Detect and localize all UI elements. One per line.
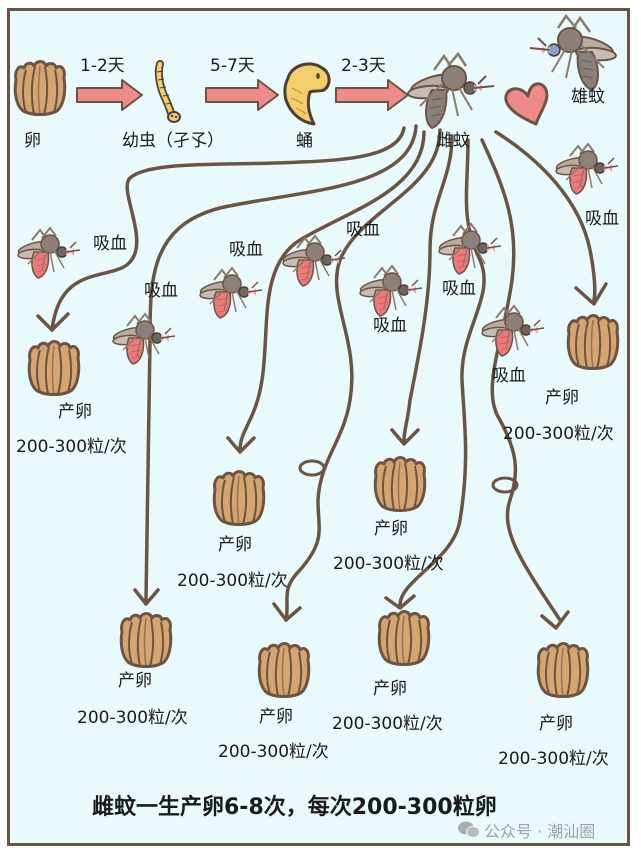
blood-meal-label: 吸血 (229, 240, 263, 260)
larva-icon (154, 60, 181, 123)
blood-fed-mosquito-icon (16, 227, 81, 279)
blood-meal-label: 吸血 (346, 220, 380, 240)
branch-path-8 (494, 130, 597, 302)
duration-egg-to-larva: 1-2天 (80, 56, 125, 76)
blood-meal-label: 吸血 (585, 209, 619, 229)
female-mosquito-icon (406, 52, 496, 130)
blood-fed-mosquito-icon (437, 223, 502, 275)
eggs-count-label: 200-300粒/次 (498, 749, 609, 769)
loop-decorations (298, 459, 519, 494)
egg-cluster-icon (13, 60, 67, 117)
lay-eggs-label: 产卵 (545, 388, 579, 408)
wechat-icon (458, 821, 480, 838)
eggs-count-label: 200-300粒/次 (333, 554, 444, 574)
eggs-count-label: 200-300粒/次 (503, 424, 614, 444)
duration-larva-to-pupa: 5-7天 (210, 56, 255, 76)
branch-path-2 (144, 124, 418, 602)
watermark: 公众号 · 潮汕圈 (458, 818, 595, 842)
blood-fed-mosquito-icon (198, 267, 263, 319)
blood-fed-mosquito-icon (480, 305, 545, 357)
stage-label-pupa: 蛹 (296, 131, 313, 151)
branch-path-4 (284, 128, 442, 622)
egg-cluster-icon (257, 642, 311, 699)
eggs-count-label: 200-300粒/次 (16, 437, 127, 457)
lay-eggs-label: 产卵 (539, 714, 573, 734)
blood-meal-label: 吸血 (442, 279, 476, 299)
heart-icon (504, 82, 549, 126)
watermark-text: 公众号 · 潮汕圈 (484, 822, 596, 841)
diagram-title: 雌蚊一生产卵6-8次，每次200-300粒卵 (92, 795, 497, 820)
egg-cluster-icon (212, 470, 266, 527)
arrow-egg-to-larva (76, 79, 143, 111)
egg-cluster-icon (373, 456, 427, 513)
arrowheads (36, 282, 608, 630)
egg-cluster-icon (536, 642, 590, 699)
branch-path-1 (50, 126, 406, 332)
lay-eggs-label: 产卵 (373, 679, 407, 699)
egg-cluster-icon (377, 610, 431, 667)
lay-eggs-label: 产卵 (118, 671, 152, 691)
blood-meal-label: 吸血 (492, 366, 526, 386)
stage-label-male: 雄蚊 (571, 87, 605, 107)
stage-label-egg: 卵 (24, 131, 41, 151)
eggs-count-label: 200-300粒/次 (177, 571, 288, 591)
blood-fed-mosquito-icon (111, 313, 176, 365)
eggs-count-label: 200-300粒/次 (77, 708, 188, 728)
stage-label-female: 雌蚊 (436, 131, 470, 151)
branch-path-6 (398, 138, 486, 607)
pupa-icon (283, 62, 331, 126)
egg-cluster-icon (119, 612, 173, 669)
duration-pupa-to-female: 2-3天 (341, 56, 386, 76)
eggs-count-label: 200-300粒/次 (218, 742, 329, 762)
blood-fed-mosquito-icon (358, 265, 423, 317)
eggs-count-label: 200-300粒/次 (332, 714, 443, 734)
branch-path-5 (402, 134, 454, 442)
lay-eggs-label: 产卵 (259, 707, 293, 727)
egg-cluster-icon (566, 314, 620, 371)
blood-meal-label: 吸血 (144, 281, 178, 301)
branch-lines (50, 124, 597, 622)
blood-meal-label: 吸血 (373, 316, 407, 336)
branch-path-3 (238, 130, 426, 452)
blood-meal-label: 吸血 (93, 234, 127, 254)
branch-path-7 (480, 138, 562, 622)
lay-eggs-label: 产卵 (58, 402, 92, 422)
egg-cluster-icon (27, 340, 81, 397)
arrow-larva-to-pupa (205, 79, 279, 111)
arrow-pupa-to-female (335, 79, 409, 111)
blood-fed-mosquito-icon (554, 143, 619, 195)
lay-eggs-label: 产卵 (374, 519, 408, 539)
lay-eggs-label: 产卵 (218, 535, 252, 555)
diagram-frame (7, 8, 630, 846)
stage-label-larva: 幼虫（孑孓） (122, 131, 224, 151)
male-mosquito-icon (528, 14, 618, 92)
